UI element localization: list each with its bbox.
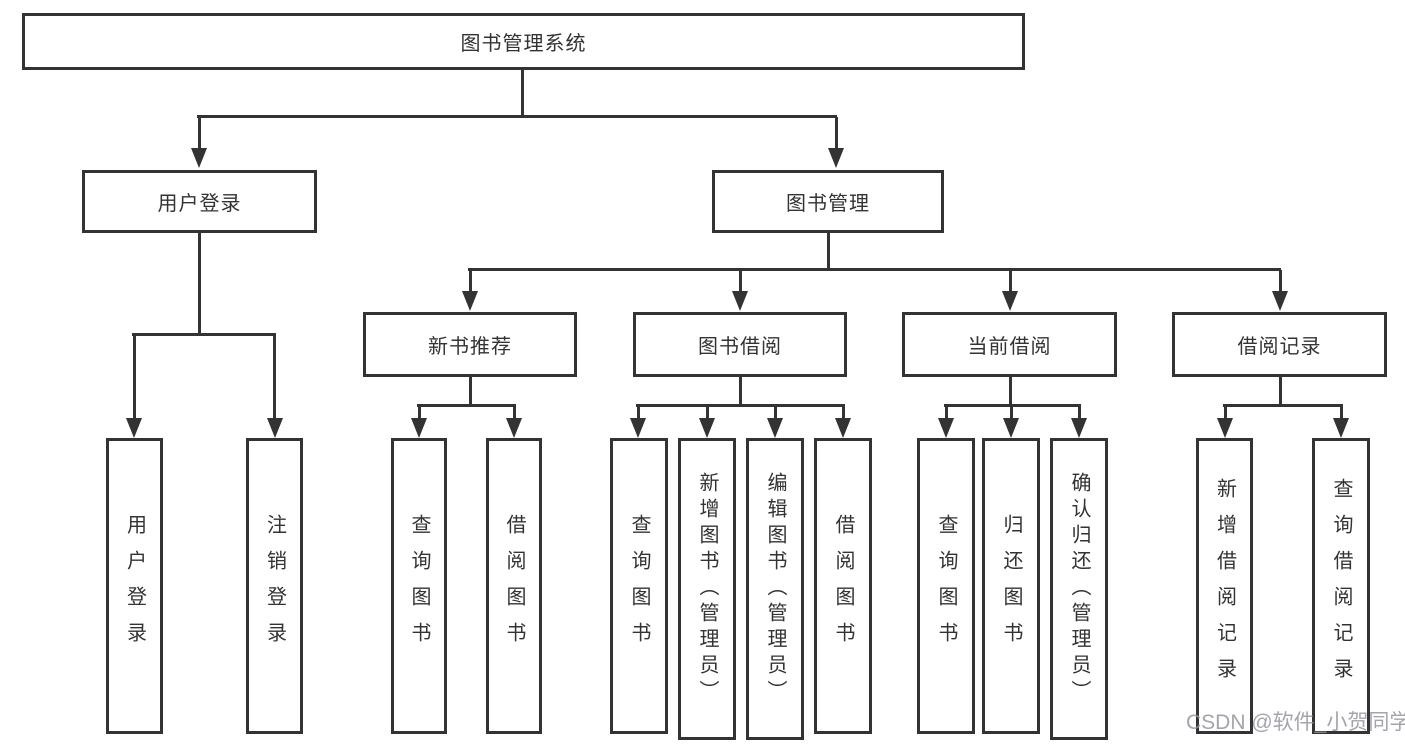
connector-line (521, 70, 524, 117)
node-label: 图书管理系统 (460, 33, 587, 55)
node-label: 新增图书（管理员） (696, 472, 718, 706)
arrow-down-icon (1272, 291, 1288, 311)
connector-line (1340, 406, 1343, 419)
node-current-borrowing: 当前借阅 (902, 312, 1117, 377)
arrow-down-icon (411, 418, 427, 438)
node-book-management: 图书管理 (712, 170, 944, 233)
arrow-down-icon (767, 418, 783, 438)
node-label: 归还图书 (1000, 514, 1022, 658)
leaf-query-books: 查询图书 (917, 438, 975, 734)
node-label: 查询图书 (935, 514, 957, 658)
connector-line (842, 406, 845, 419)
connector-line (1279, 377, 1282, 406)
leaf-add-books-admin: 新增图书（管理员） (678, 438, 736, 740)
connector-line (513, 406, 516, 419)
arrow-down-icon (828, 148, 844, 168)
connector-line (739, 377, 742, 406)
connector-line (468, 268, 1281, 271)
leaf-logout: 注销登录 (246, 438, 303, 734)
arrow-down-icon (630, 418, 646, 438)
node-label: 图书管理 (786, 193, 870, 215)
connector-line (132, 333, 276, 336)
arrow-down-icon (126, 418, 142, 438)
connector-line (636, 404, 845, 407)
connector-line (835, 117, 838, 150)
leaf-confirm-return-admin: 确认归还（管理员） (1050, 438, 1108, 740)
node-label: 借阅图书 (503, 514, 525, 658)
node-label: 新增借阅记录 (1213, 478, 1236, 694)
connector-line (1009, 377, 1012, 406)
watermark: CSDN @软件_小贺同学 (1186, 711, 1405, 734)
connector-line (827, 233, 830, 270)
node-new-book-recommendation: 新书推荐 (363, 312, 577, 377)
arrow-down-icon (191, 148, 207, 168)
connector-line (1279, 270, 1282, 293)
arrow-down-icon (835, 418, 851, 438)
connector-line (944, 404, 1081, 407)
arrow-down-icon (1002, 291, 1018, 311)
leaf-edit-books-admin: 编辑图书（管理员） (746, 438, 804, 740)
connector-line (418, 406, 421, 419)
arrow-down-icon (1071, 418, 1087, 438)
connector-line (739, 270, 742, 293)
connector-line (133, 335, 136, 419)
leaf-user-login: 用户登录 (106, 438, 163, 734)
node-library-management-system: 图书管理系统 (22, 13, 1025, 70)
leaf-borrow-books: 借阅图书 (814, 438, 872, 734)
node-label: 确认归还（管理员） (1068, 472, 1090, 706)
connector-line (1009, 270, 1012, 293)
leaf-add-borrow-record: 新增借阅记录 (1196, 438, 1253, 734)
connector-line (417, 404, 516, 407)
node-label: 查询图书 (408, 514, 430, 658)
connector-line (469, 377, 472, 406)
node-label: 当前借阅 (967, 336, 1052, 358)
arrow-down-icon (1217, 418, 1233, 438)
arrow-down-icon (732, 291, 748, 311)
leaf-return-books: 归还图书 (982, 438, 1040, 734)
node-label: 用户登录 (157, 193, 242, 215)
arrow-down-icon (699, 418, 715, 438)
arrow-down-icon (506, 418, 522, 438)
leaf-query-borrow-record: 查询借阅记录 (1312, 438, 1370, 734)
node-label: 注销登录 (263, 514, 286, 658)
leaf-query-books: 查询图书 (391, 438, 447, 734)
leaf-query-books: 查询图书 (610, 438, 668, 734)
connector-line (1223, 404, 1343, 407)
connector-line (706, 406, 709, 419)
node-label: 新书推荐 (428, 336, 512, 358)
node-label: 用户登录 (123, 514, 146, 658)
arrow-down-icon (267, 418, 283, 438)
connector-line (1224, 406, 1227, 419)
arrow-down-icon (1333, 418, 1349, 438)
node-label: 借阅图书 (832, 514, 854, 658)
node-user-login: 用户登录 (82, 170, 317, 233)
connector-line (273, 335, 276, 419)
node-label: 借阅记录 (1237, 336, 1322, 358)
connector-line (1078, 406, 1081, 419)
node-label: 图书借阅 (698, 336, 782, 358)
connector-line (774, 406, 777, 419)
node-borrowing-records: 借阅记录 (1172, 312, 1387, 377)
arrow-down-icon (938, 418, 954, 438)
connector-line (197, 115, 837, 118)
connector-line (945, 406, 948, 419)
arrow-down-icon (462, 291, 478, 311)
connector-line (198, 233, 201, 335)
connector-line (469, 270, 472, 293)
node-label: 编辑图书（管理员） (764, 472, 786, 706)
node-label: 查询图书 (628, 514, 650, 658)
leaf-borrow-books: 借阅图书 (486, 438, 542, 734)
connector-line (198, 117, 201, 150)
arrow-down-icon (1003, 418, 1019, 438)
connector-line (637, 406, 640, 419)
node-book-borrowing: 图书借阅 (633, 312, 847, 377)
node-label: 查询借阅记录 (1330, 478, 1352, 694)
connector-line (1010, 406, 1013, 419)
